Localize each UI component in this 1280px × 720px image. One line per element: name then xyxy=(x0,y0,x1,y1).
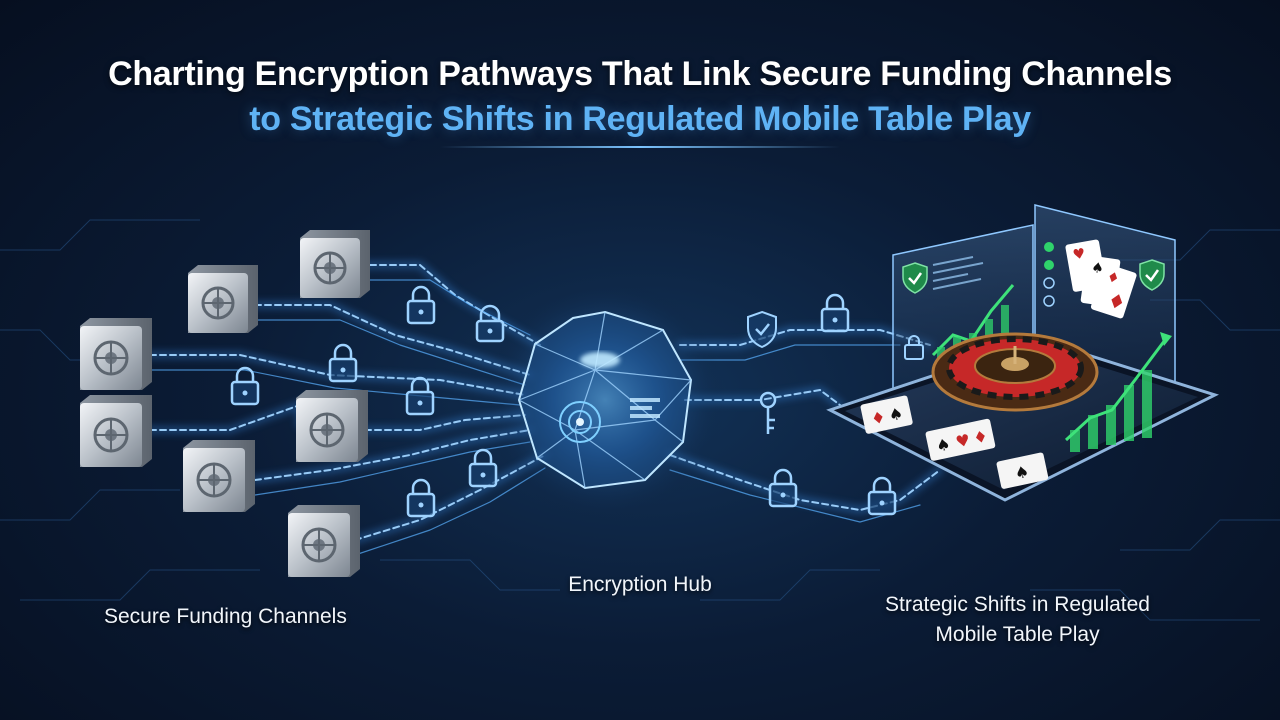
playing-card-icon: ♠ ♥ ♦ xyxy=(925,418,996,461)
svg-text:♠: ♠ xyxy=(1013,462,1031,484)
lock-icon xyxy=(468,448,498,488)
label-encryption-hub: Encryption Hub xyxy=(568,573,712,596)
vault-icon xyxy=(188,265,258,333)
shield-check-icon xyxy=(902,262,928,294)
label-secure-funding-channels: Secure Funding Channels xyxy=(104,605,347,628)
shield-check-icon xyxy=(1139,259,1165,291)
tablet-device: ♦ ♠ ♠ ♥ ♦ ♠ xyxy=(826,332,1219,502)
background-circuit-traces xyxy=(0,219,1280,621)
shield-check-icon xyxy=(747,310,777,349)
lock-icon xyxy=(328,343,358,383)
vault-icon xyxy=(80,395,152,467)
lock-icon xyxy=(867,476,897,516)
playing-card-icon: ♦ ♦ xyxy=(1090,263,1137,319)
lock-icon xyxy=(406,478,436,518)
label-strategic-shifts-line1: Strategic Shifts in Regulated xyxy=(885,593,1150,616)
svg-text:♥: ♥ xyxy=(1072,246,1087,264)
title-block: Charting Encryption Pathways That Link S… xyxy=(0,52,1280,142)
svg-text:♥: ♥ xyxy=(954,430,972,452)
vault-icon xyxy=(300,230,370,298)
lock-icon xyxy=(820,293,850,333)
svg-text:♦: ♦ xyxy=(869,407,887,429)
roulette-wheel-icon xyxy=(931,332,1099,412)
encryption-hub xyxy=(485,280,725,520)
page-subtitle: to Strategic Shifts in Regulated Mobile … xyxy=(249,100,1031,138)
label-strategic-shifts-line2: Mobile Table Play xyxy=(935,623,1100,646)
svg-text:♠: ♠ xyxy=(887,403,905,425)
lock-icon xyxy=(475,304,505,343)
label-strategic-shifts: Strategic Shifts in Regulated Mobile Tab… xyxy=(850,590,1185,650)
svg-text:♠: ♠ xyxy=(934,434,952,456)
playing-card-icon: ♠ xyxy=(996,452,1049,489)
vault-icon xyxy=(183,440,255,512)
trend-chart-icon xyxy=(1064,332,1172,452)
svg-text:♦: ♦ xyxy=(971,426,989,448)
vault-icon xyxy=(296,390,368,462)
lock-icon xyxy=(904,335,924,360)
page-title: Charting Encryption Pathways That Link S… xyxy=(108,55,1172,93)
vault-icon xyxy=(80,318,152,390)
lock-icon xyxy=(768,468,798,508)
svg-text:♦: ♦ xyxy=(1105,269,1122,288)
playing-card-icon: ♦ ♠ xyxy=(860,395,913,434)
lock-icon xyxy=(405,376,435,416)
lock-icon xyxy=(230,366,260,406)
key-icon xyxy=(759,391,777,434)
svg-text:♠: ♠ xyxy=(1090,260,1105,278)
checklist xyxy=(1043,242,1055,307)
title-underline-glow xyxy=(440,146,840,148)
vault-icon xyxy=(288,505,360,577)
lock-icon xyxy=(406,285,436,325)
